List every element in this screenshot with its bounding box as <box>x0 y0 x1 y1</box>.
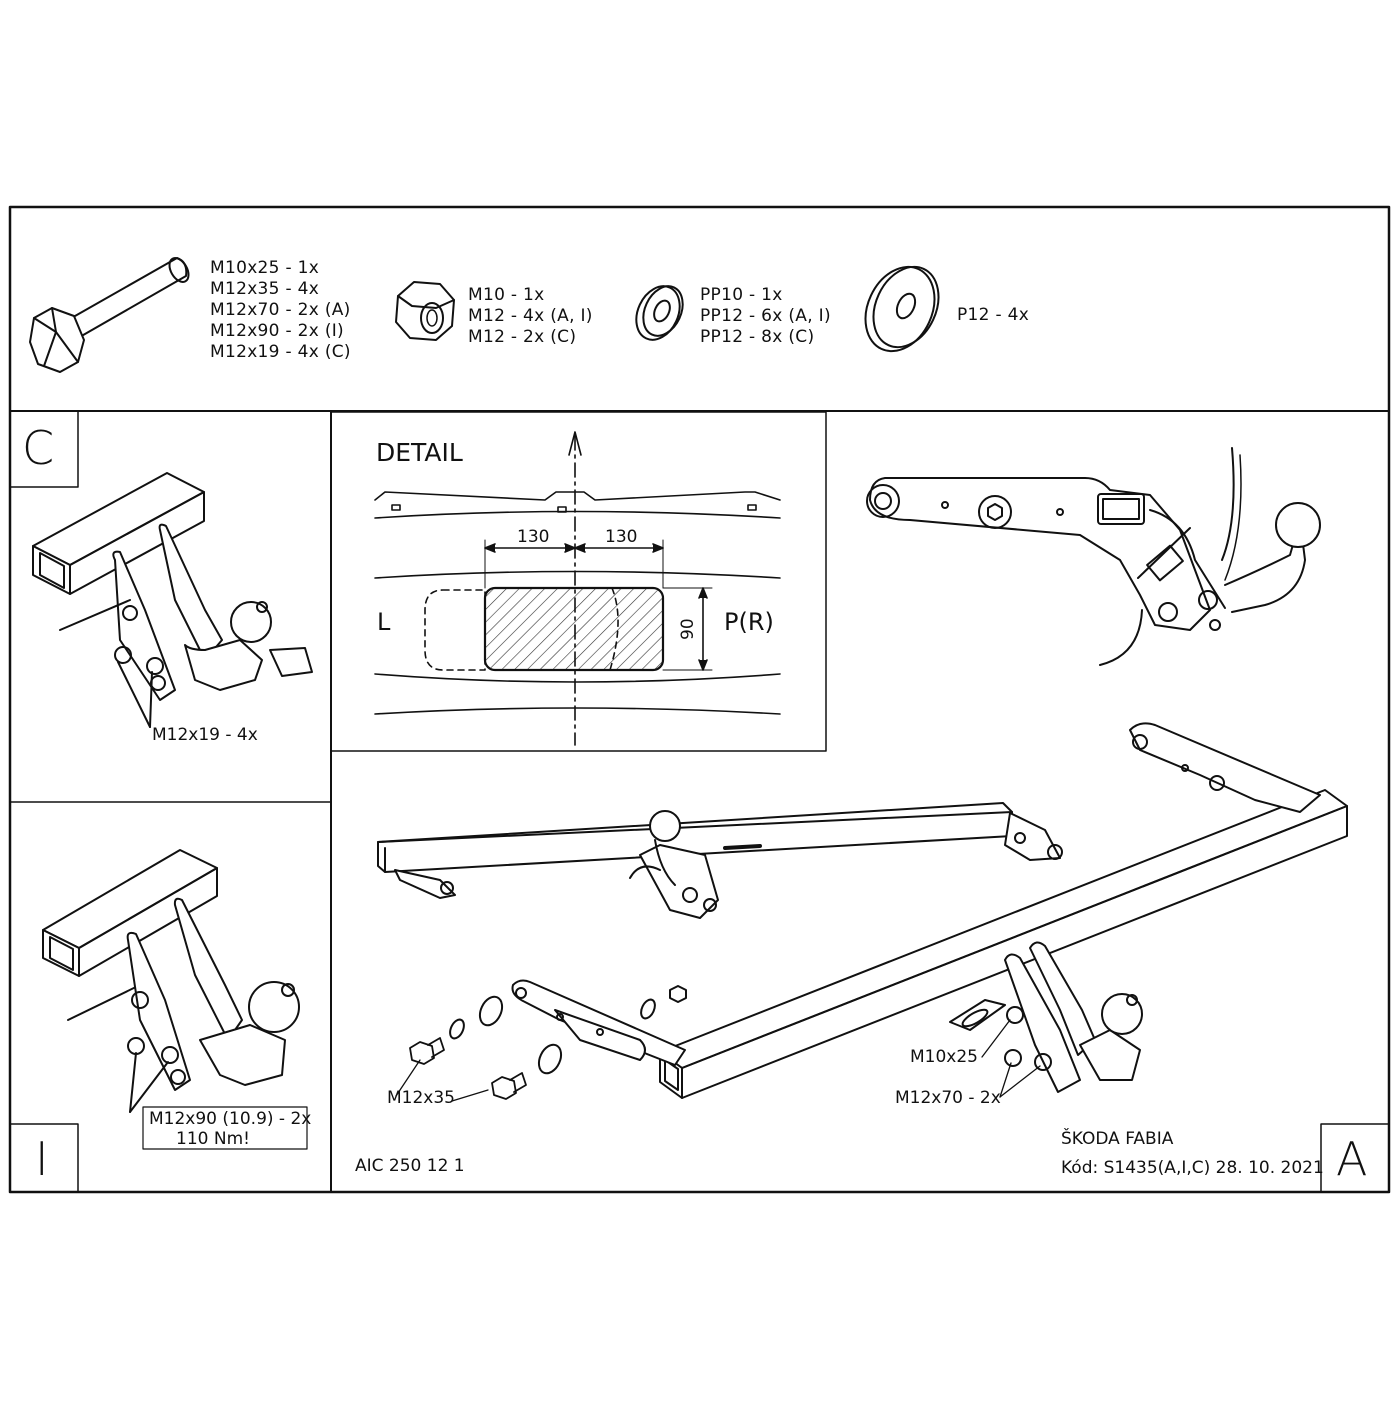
small-washer-list: PP10 - 1x PP12 - 6x (A, I) PP12 - 8x (C) <box>700 285 831 348</box>
bolt-icon <box>30 255 192 372</box>
bolt-list-item: M12x90 - 2x (I) <box>210 321 344 341</box>
variant-i-letter: I <box>35 1132 49 1186</box>
nut-list-item: M12 - 4x (A, I) <box>468 306 593 326</box>
bolt-list: M10x25 - 1x M12x35 - 4x M12x70 - 2x (A) … <box>210 258 351 363</box>
large-washer-list-item: P12 - 4x <box>957 305 1030 325</box>
m10x25-label: M10x25 <box>910 1047 978 1067</box>
loose-nut <box>670 986 686 1002</box>
loose-washer-1 <box>447 1017 466 1040</box>
detail-dim-left: 130 <box>517 527 550 547</box>
small-washer-list-item: PP12 - 8x (C) <box>700 327 815 347</box>
variant-c-illustration <box>33 473 312 727</box>
nut-list-item: M10 - 1x <box>468 285 545 305</box>
loose-bolt-2 <box>492 1073 526 1099</box>
detail-right-side: P(R) <box>724 608 774 636</box>
bolt-list-item: M12x70 - 2x (A) <box>210 300 351 320</box>
bolt-list-item: M12x19 - 4x (C) <box>210 342 351 362</box>
detail-dim-right: 130 <box>605 527 638 547</box>
detail-box <box>332 412 826 751</box>
nut-list: M10 - 1x M12 - 4x (A, I) M12 - 2x (C) <box>468 285 593 348</box>
loose-washer-4 <box>638 997 657 1020</box>
small-washer-list-item: PP10 - 1x <box>700 285 783 305</box>
nut-list-item: M12 - 2x (C) <box>468 327 577 347</box>
detail-left-side: L <box>377 608 391 636</box>
small-washer-icon <box>628 279 690 347</box>
main-assembly-illustration <box>396 723 1347 1101</box>
variant-c-letter: C <box>22 421 55 475</box>
detail-drawing <box>375 432 780 745</box>
variant-i-illustration <box>43 850 299 1112</box>
detail-left-outline <box>425 590 485 670</box>
m12x35-label: M12x35 <box>387 1088 455 1108</box>
variant-i-label-box <box>143 1107 307 1149</box>
m12x70-label: M12x70 - 2x <box>895 1088 1001 1108</box>
variant-i-bolt-label: M12x90 (10.9) - 2x <box>149 1109 312 1129</box>
vehicle-name: ŠKODA FABIA <box>1061 1129 1174 1149</box>
loose-bolt-1 <box>410 1038 444 1064</box>
detail-dim-height: 90 <box>678 618 698 640</box>
loose-washer-2 <box>476 993 507 1029</box>
variant-i-torque-label: 110 Nm! <box>176 1129 250 1149</box>
variant-a-letter: A <box>1336 1132 1368 1186</box>
drawing-code: AIC 250 12 1 <box>355 1156 465 1176</box>
small-washer-list-item: PP12 - 6x (A, I) <box>700 306 831 326</box>
detail-hatched-area <box>485 588 663 670</box>
loose-washer-3 <box>535 1041 566 1077</box>
arm-detail-illustration <box>867 448 1320 665</box>
bumper-view-illustration <box>378 803 1062 918</box>
variant-c-letter-box <box>10 411 78 487</box>
large-washer-icon <box>852 256 951 363</box>
variant-i-letter-box <box>10 1124 78 1192</box>
variant-c-bolt-label: M12x19 - 4x <box>152 725 258 745</box>
bolt-list-item: M12x35 - 4x <box>210 279 320 299</box>
frame <box>10 207 1389 1192</box>
large-washer-list: P12 - 4x <box>957 305 1029 326</box>
detail-title: DETAIL <box>376 438 463 467</box>
nut-icon <box>396 282 454 340</box>
variant-a-letter-box <box>1321 1124 1389 1192</box>
kod-date: Kód: S1435(A,I,C) 28. 10. 2021 <box>1061 1158 1324 1178</box>
bolt-list-item: M10x25 - 1x <box>210 258 320 278</box>
